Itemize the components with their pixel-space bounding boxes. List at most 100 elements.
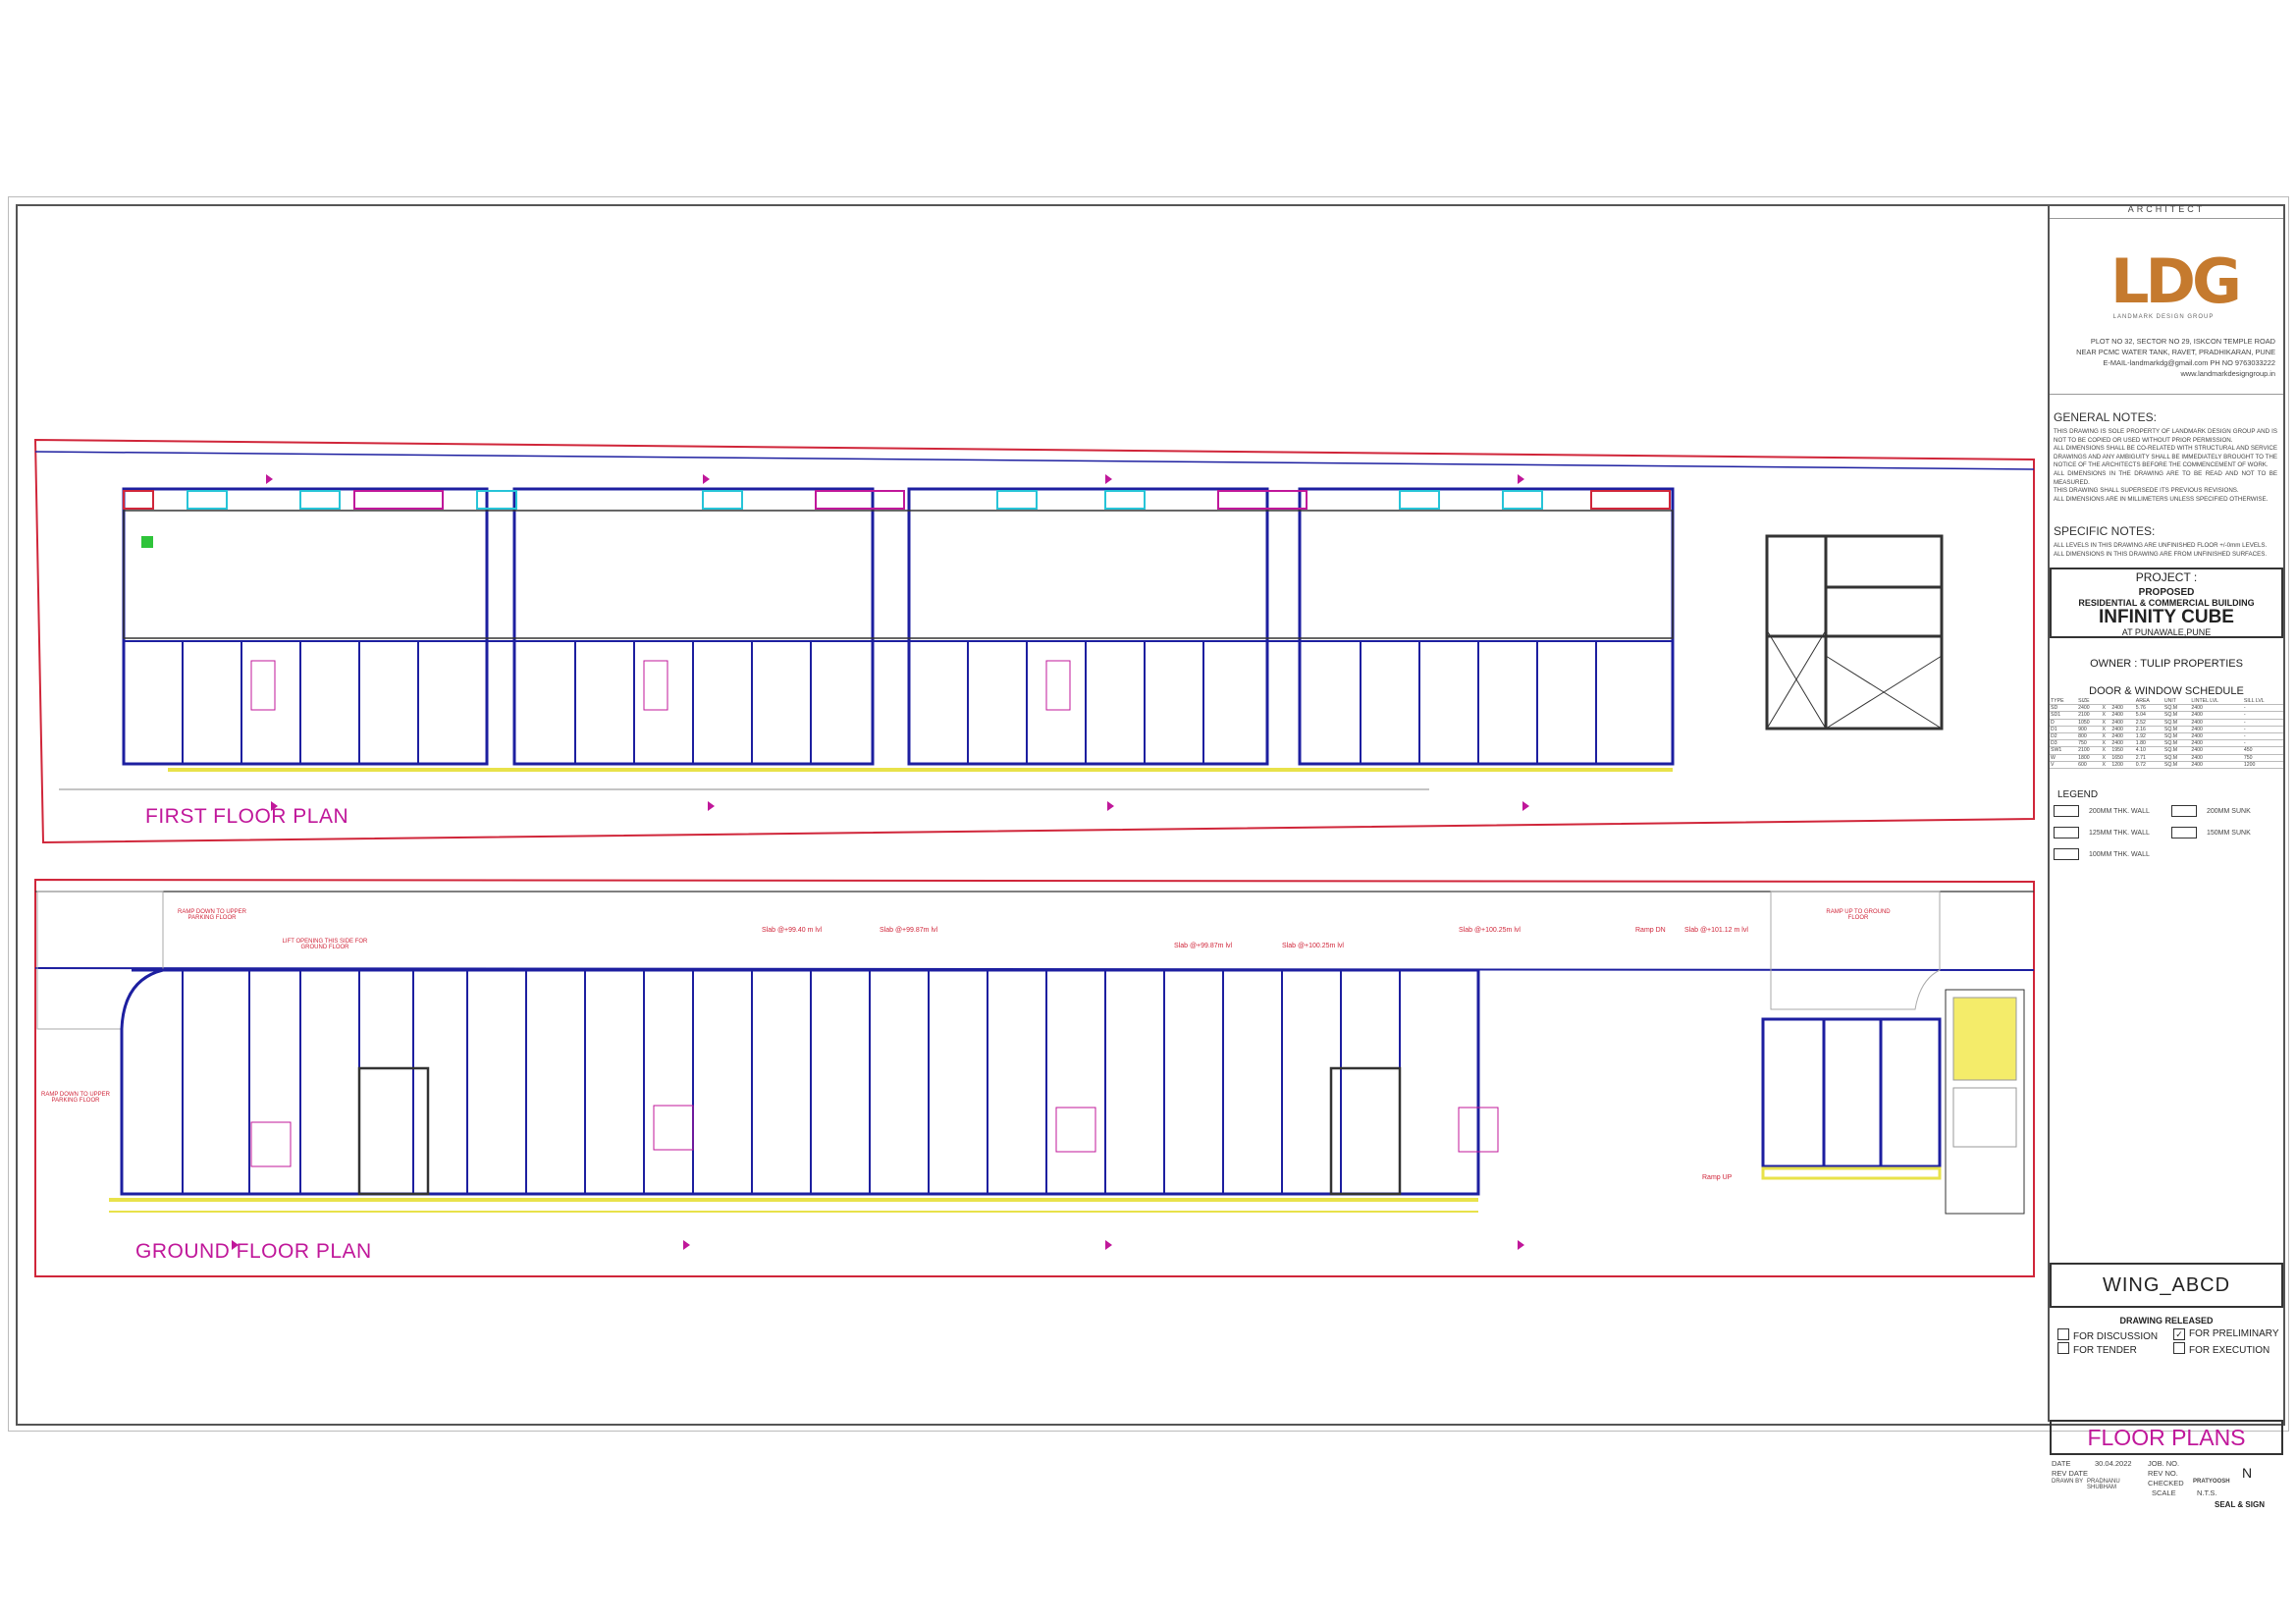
schedule-cell: X xyxy=(2101,761,2111,769)
schedule-cell: 2400 xyxy=(2077,704,2102,713)
checkbox-icon[interactable]: ✓ xyxy=(2173,1328,2185,1340)
schedule-header-cell xyxy=(2110,698,2135,706)
logo-text: LDG xyxy=(2110,245,2242,317)
ground-floor-lift-cores xyxy=(357,1066,1402,1196)
drawing-released-title: DRAWING RELEASED xyxy=(2119,1316,2214,1325)
scale-label: SCALE xyxy=(2152,1488,2176,1497)
first-floor-balconies xyxy=(123,490,1671,510)
ramp-up-floor-note: Ramp UP xyxy=(1702,1174,1733,1181)
checkbox-label: FOR TENDER xyxy=(2073,1345,2137,1356)
checkbox-icon[interactable] xyxy=(2057,1328,2069,1340)
schedule-header-cell: SILL LVL xyxy=(2242,698,2283,706)
schedule-cell: SQ.M xyxy=(2163,739,2191,748)
sheet-border xyxy=(8,196,2289,1432)
slab-level-5: Slab @+100.25m lvl xyxy=(1459,927,1521,934)
general-notes-title: GENERAL NOTES: xyxy=(2054,410,2157,424)
address-line: E-MAIL-landmarkdg@gmail.com PH NO 976303… xyxy=(2103,358,2275,367)
schedule-cell: - xyxy=(2242,704,2283,713)
general-note: THIS DRAWING IS SOLE PROPERTY OF LANDMAR… xyxy=(2054,428,2277,444)
slab-level-1: Slab @+99.40 m lvl xyxy=(762,927,822,934)
schedule-cell: SQ.M xyxy=(2163,704,2191,713)
first-floor-wings xyxy=(122,487,1675,766)
specific-notes-title: SPECIFIC NOTES: xyxy=(2054,524,2156,538)
checkbox-icon[interactable] xyxy=(2057,1342,2069,1354)
schedule-header-cell: LINTEL LVL xyxy=(2190,698,2243,706)
date-label: DATE xyxy=(2052,1459,2071,1468)
ground-floor-detached-block xyxy=(1761,1017,1942,1168)
ground-floor-stairs xyxy=(250,1105,1499,1167)
schedule-cell: 0.72 xyxy=(2134,761,2163,769)
schedule-cell: 450 xyxy=(2242,746,2283,755)
owner-line: OWNER : TULIP PROPERTIES xyxy=(2090,658,2243,670)
architect-label: ARCHITECT xyxy=(2050,204,2283,219)
schedule-header-cell: UNIT xyxy=(2163,698,2191,706)
schedule-cell: SQ.M xyxy=(2163,761,2191,769)
schedule-cell: 1650 xyxy=(2110,754,2135,762)
release-for-execution[interactable]: FOR EXECUTION xyxy=(2173,1342,2269,1356)
schedule-cell: D xyxy=(2050,719,2078,727)
drawing-area: FIRST FLOOR PLAN GROUND FLOOR PLAN RAMP … xyxy=(16,204,2048,1422)
ground-floor-plan-label: GROUND FLOOR PLAN xyxy=(135,1240,372,1263)
schedule-cell: 2.52 xyxy=(2134,719,2163,727)
release-for-discussion[interactable]: FOR DISCUSSION xyxy=(2057,1328,2158,1342)
schedule-cell: 1.92 xyxy=(2134,732,2163,741)
ground-floor-walls xyxy=(120,968,1480,1196)
schedule-cell: 2400 xyxy=(2110,719,2135,727)
schedule-cell: 2400 xyxy=(2110,732,2135,741)
schedule-cell: 2400 xyxy=(2110,726,2135,733)
schedule-cell: 4.10 xyxy=(2134,746,2163,755)
schedule-cell: 1.80 xyxy=(2134,739,2163,748)
schedule-cell: D1 xyxy=(2050,726,2078,733)
ramp-up-note: RAMP UP TO GROUND FLOOR xyxy=(1826,909,1891,921)
rev-no-label: REV NO. xyxy=(2148,1469,2178,1478)
schedule-cell: 2400 xyxy=(2190,754,2243,762)
schedule-cell: 2400 xyxy=(2110,739,2135,748)
scale-value: N.T.S. xyxy=(2197,1488,2217,1497)
legend-title: LEGEND xyxy=(2057,789,2099,800)
schedule-cell: - xyxy=(2242,732,2283,741)
north-arrow-icon: N xyxy=(2242,1465,2252,1481)
schedule-cell: SQ.M xyxy=(2163,711,2191,720)
rev-date-label: REV DATE xyxy=(2052,1469,2088,1478)
address-line: NEAR PCMC WATER TANK, RAVET, PRADHIKARAN… xyxy=(2076,348,2275,356)
release-for-preliminary[interactable]: ✓FOR PRELIMINARY xyxy=(2173,1328,2279,1340)
legend-100mm-wall: 100MM THK. WALL xyxy=(2054,848,2150,860)
schedule-cell: 2400 xyxy=(2190,732,2243,741)
schedule-header-row: TYPE SIZE AREA UNIT LINTEL LVL SILL LVL xyxy=(2050,698,2283,706)
checked-label: CHECKED xyxy=(2148,1479,2184,1488)
schedule-cell: SQ.M xyxy=(2163,754,2191,762)
release-for-tender[interactable]: FOR TENDER xyxy=(2057,1342,2137,1356)
slab-level-3: Slab @+99.87m lvl xyxy=(1174,943,1233,949)
address-block: PLOT NO 32, SECTOR NO 29, ISKCON TEMPLE … xyxy=(2050,336,2283,395)
schedule-cell: D2 xyxy=(2050,732,2078,741)
first-floor-plan-label: FIRST FLOOR PLAN xyxy=(145,805,349,828)
schedule-cell: W xyxy=(2050,754,2078,762)
legend-125mm-wall: 125MM THK. WALL xyxy=(2054,827,2150,839)
schedule-cell: X xyxy=(2101,739,2111,748)
specific-notes-body: ALL LEVELS IN THIS DRAWING ARE UNFINISHE… xyxy=(2050,542,2283,559)
schedule-cell: 2400 xyxy=(2190,711,2243,720)
project-name: INFINITY CUBE xyxy=(2099,607,2234,627)
general-note: ALL DIMENSIONS SHALL BE CO-RELATED WITH … xyxy=(2054,445,2277,469)
schedule-cell: X xyxy=(2101,732,2111,741)
ramp-dn-note: Ramp DN xyxy=(1635,927,1666,934)
title-block: ARCHITECT LDG LANDMARK DESIGN GROUP PLOT… xyxy=(2048,204,2283,1509)
schedule-cell: 800 xyxy=(2077,732,2102,741)
checkbox-label: FOR DISCUSSION xyxy=(2073,1331,2159,1342)
legend-label: 200MM SUNK xyxy=(2207,807,2251,815)
schedule-cell: X xyxy=(2101,704,2111,713)
project-proposed: PROPOSED xyxy=(2138,587,2195,598)
schedule-cell: X xyxy=(2101,746,2111,755)
legend-label: 200MM THK. WALL xyxy=(2089,807,2150,815)
sheet-title: FLOOR PLANS xyxy=(2050,1420,2283,1455)
checkbox-icon[interactable] xyxy=(2173,1342,2185,1354)
project-box: PROJECT : PROPOSED RESIDENTIAL & COMMERC… xyxy=(2050,568,2283,638)
first-floor-flats xyxy=(123,510,1674,639)
schedule-header-cell: AREA xyxy=(2134,698,2163,706)
